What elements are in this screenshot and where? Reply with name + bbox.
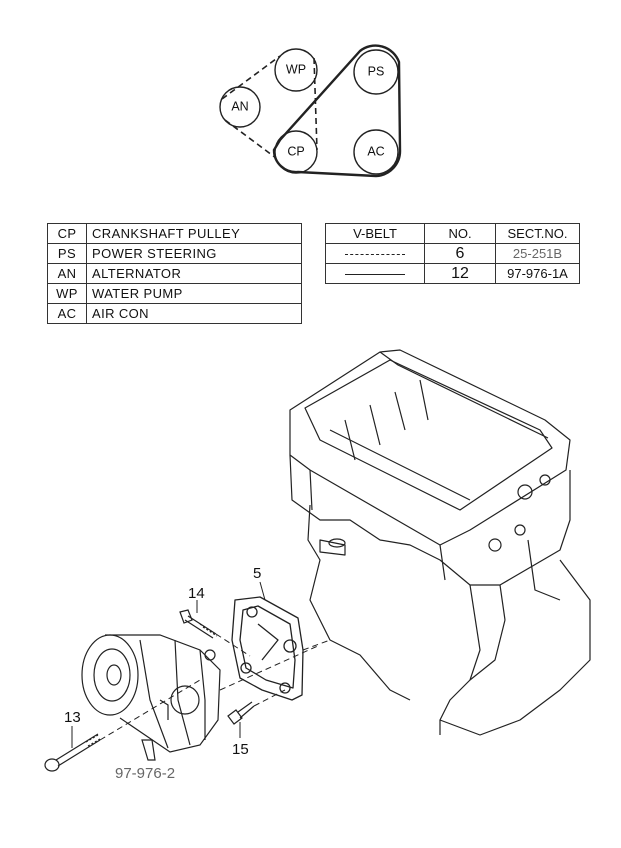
callout-15: 15 [232, 741, 249, 758]
header-v-belt: V-BELT [325, 223, 425, 244]
belt-line-dashed [325, 243, 425, 264]
callout-5: 5 [253, 565, 261, 582]
header-no: NO. [424, 223, 496, 244]
legend-code: CP [47, 223, 87, 244]
legend-row: CP CRANKSHAFT PULLEY [47, 223, 302, 244]
pulley-label-ac: AC [367, 144, 384, 158]
legend-name: AIR CON [86, 303, 302, 324]
callout-14: 14 [188, 585, 205, 602]
pulley-label-ps: PS [368, 64, 385, 78]
compressor-ref-link[interactable]: 97-976-2 [115, 765, 175, 782]
belt-6-dashed [221, 55, 318, 159]
legend-name: ALTERNATOR [86, 263, 302, 284]
belt-no: 12 [424, 263, 496, 284]
pulley-ac [353, 129, 399, 175]
pulley-an [219, 86, 261, 128]
pulley-label-cp: CP [287, 144, 304, 158]
legend-row: PS POWER STEERING [47, 243, 302, 264]
alignment-lines [99, 633, 331, 741]
belt-table-row: 12 97-976-1A [325, 263, 580, 284]
belt-sect-link[interactable]: 97-976-1A [495, 263, 580, 284]
compressor-drain-icon [141, 739, 156, 761]
legend-name: CRANKSHAFT PULLEY [86, 223, 302, 244]
v-belt-table: V-BELT NO. SECT.NO. 6 25-251B 12 97-976-… [325, 223, 580, 284]
belt-sect-link[interactable]: 25-251B [495, 243, 580, 264]
pulley-legend-table: CP CRANKSHAFT PULLEY PS POWER STEERING A… [47, 223, 302, 324]
legend-code: AC [47, 303, 87, 324]
pulley-label-an: AN [231, 99, 248, 113]
legend-code: WP [47, 283, 87, 304]
legend-row: WP WATER PUMP [47, 283, 302, 304]
bolt-15 [227, 701, 255, 725]
belt-12-solid [272, 44, 402, 178]
ac-compressor [81, 634, 221, 761]
mounting-bracket [231, 596, 304, 701]
pulley-label-wp: WP [286, 62, 306, 76]
belt-table-row: 6 25-251B [325, 243, 580, 264]
engine-illustration [289, 349, 591, 736]
belt-no: 6 [424, 243, 496, 264]
bolt-13 [44, 733, 101, 772]
header-sect-no: SECT.NO. [495, 223, 580, 244]
pulley-labels: WP AN PS CP AC [231, 62, 384, 158]
legend-code: PS [47, 243, 87, 264]
legend-row: AC AIR CON [47, 303, 302, 324]
legend-code: AN [47, 263, 87, 284]
legend-name: POWER STEERING [86, 243, 302, 264]
leader-lines [71, 581, 266, 748]
belt-routing-diagram [219, 44, 402, 178]
legend-row: AN ALTERNATOR [47, 263, 302, 284]
belt-line-solid [325, 263, 425, 284]
callout-13: 13 [64, 709, 81, 726]
legend-name: WATER PUMP [86, 283, 302, 304]
pulley-wp [274, 48, 318, 92]
belt-table-header: V-BELT NO. SECT.NO. [325, 223, 580, 244]
bolt-14 [179, 609, 218, 639]
